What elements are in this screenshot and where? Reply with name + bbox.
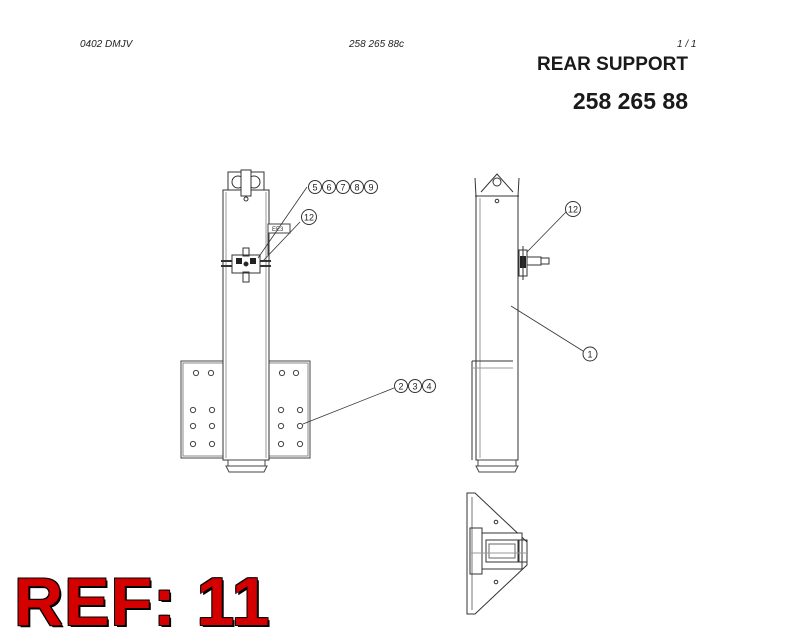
part-title: REAR SUPPORT: [537, 54, 688, 75]
front-column: [222, 189, 270, 461]
balloon-6: [322, 180, 336, 194]
front-holes-left: [189, 369, 216, 448]
balloon-8-label: 8: [354, 183, 359, 193]
balloon-8: [350, 180, 364, 194]
balloon-7-label: 7: [340, 183, 345, 193]
side-view: [471, 173, 550, 473]
balloon-4: [422, 379, 436, 393]
balloon-4-label: 4: [426, 382, 431, 392]
ref-stamp: REF: 11: [14, 564, 271, 640]
balloon-9: [364, 180, 378, 194]
balloon-5-label: 5: [312, 183, 317, 193]
balloon-12-front-label: 12: [304, 213, 314, 223]
balloon-group-2-4: 2 3 4: [394, 379, 436, 393]
header-doc-code: 0402 DMJV: [80, 39, 133, 50]
front-holes-right: [277, 369, 304, 448]
side-column: [475, 195, 519, 461]
balloon-12-side-label: 12: [568, 205, 578, 215]
part-number: 258 265 88: [572, 88, 688, 114]
balloon-12-side: [565, 201, 581, 217]
balloon-3: [408, 379, 422, 393]
bottom-view: [466, 492, 528, 615]
balloon-2-label: 2: [398, 382, 403, 392]
balloon-6-label: 6: [326, 183, 331, 193]
balloon-9-label: 9: [368, 183, 373, 193]
balloon-7: [336, 180, 350, 194]
balloon-group-5-9: 5 6 7 8 9: [308, 180, 378, 194]
balloon-1: [582, 346, 598, 362]
balloon-12-front: [301, 209, 317, 225]
small-plate-label: ЕЕ3: [272, 227, 284, 233]
balloon-1-label: 1: [587, 350, 592, 360]
balloon-3-label: 3: [412, 382, 417, 392]
balloon-2: [394, 379, 408, 393]
front-view: ЕЕ3: [180, 169, 311, 473]
balloon-5: [308, 180, 322, 194]
header-page-number: 1 / 1: [677, 39, 697, 50]
leader-lines: [257, 186, 584, 425]
header-part-code: 258 265 88c: [349, 39, 405, 50]
